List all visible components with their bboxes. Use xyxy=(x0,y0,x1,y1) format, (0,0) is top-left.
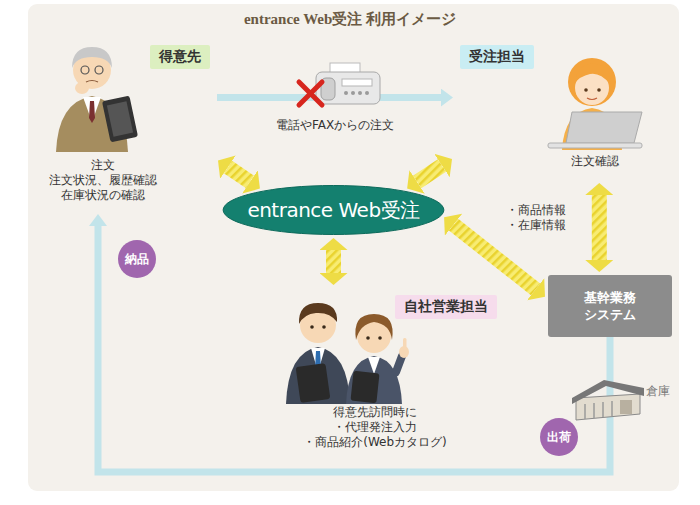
warehouse-icon xyxy=(572,380,644,420)
customer-figure-part xyxy=(95,66,103,74)
sales-staff-figure xyxy=(286,303,409,404)
cross-mark-part xyxy=(299,82,322,105)
badge-label: 納品 xyxy=(125,251,149,268)
ellipse-label: entrance Web受注 xyxy=(247,197,419,224)
info-note: ・商品情報 ・在庫情報 xyxy=(506,203,586,233)
customer-figure-part xyxy=(75,82,89,94)
data-exchange-arrow xyxy=(454,225,536,290)
fax-icon-part xyxy=(316,72,380,104)
customer-figure xyxy=(56,47,138,152)
warehouse-label-box: 倉庫 xyxy=(646,384,686,399)
order-staff-figure-part xyxy=(584,88,588,92)
customer-figure-part xyxy=(102,96,138,143)
fax-icon-part xyxy=(344,91,348,95)
ellipse-fill xyxy=(223,186,444,235)
warehouse-icon-part xyxy=(572,380,644,404)
system-label: 基幹業務 システム xyxy=(548,289,672,323)
shipping-badge: 出荷 xyxy=(540,418,578,456)
node-caption: 得意先訪問時に ・代理発注入力 ・商品紹介(Webカタログ) xyxy=(270,405,480,450)
cross-mark-part xyxy=(299,82,322,105)
customer-group: 得意先注文 注文状況、履歴確認 在庫状況の確認 xyxy=(35,40,215,212)
flow-arrow xyxy=(98,226,610,472)
order-staff-figure-part xyxy=(566,112,642,143)
customer-figure-part xyxy=(72,47,112,68)
warehouse-icon-part xyxy=(576,394,640,420)
title-box: entrance Web受注 利用イメージ xyxy=(0,9,700,29)
data-exchange-arrow xyxy=(592,195,607,260)
fax-icon xyxy=(316,63,380,104)
sales-staff-figure-part xyxy=(299,303,337,324)
node-caption: 注文 注文状況、履歴確認 在庫状況の確認 xyxy=(35,158,170,203)
role-tag: 受注担当 xyxy=(460,45,534,69)
warehouse-icon-part xyxy=(620,400,632,414)
order-staff-group: 受注担当注文確認 xyxy=(455,40,650,180)
sales-staff-figure-part xyxy=(346,356,402,404)
web-order-ellipse: entrance Web受注 xyxy=(222,185,445,235)
fax-icon-part xyxy=(351,91,355,95)
sales-staff-figure-part xyxy=(296,363,331,403)
delivery-badge: 納品 xyxy=(118,240,156,278)
panel xyxy=(28,4,679,491)
order-staff-figure-part xyxy=(568,58,616,106)
sales-staff-figure-part xyxy=(403,338,407,350)
sales-staff-figure-part xyxy=(396,356,402,372)
sales-staff-figure-part xyxy=(351,371,380,404)
sales-staff-figure-part xyxy=(355,314,392,340)
core-system-box: 基幹業務 システム xyxy=(548,275,672,337)
data-exchange-arrow xyxy=(417,166,442,182)
customer-figure-part xyxy=(89,101,95,123)
edge-label-box: 電話やFAXからの注文 xyxy=(273,118,397,133)
sales-staff-figure-part xyxy=(286,347,350,404)
customer-figure-part xyxy=(107,101,133,136)
warehouse-icon-part xyxy=(585,401,612,419)
fax-icon-part xyxy=(358,91,362,95)
customer-figure-part xyxy=(81,66,89,74)
edge-label: 電話やFAXからの注文 xyxy=(276,118,394,133)
order-staff-figure-part xyxy=(574,64,610,84)
data-exchange-arrow xyxy=(326,250,341,273)
cross-mark xyxy=(299,82,322,105)
data-exchange-arrow xyxy=(228,167,250,182)
order-staff-figure-part xyxy=(597,88,601,92)
role-tag: 得意先 xyxy=(150,45,210,69)
warehouse-label: 倉庫 xyxy=(646,384,686,399)
info-note-box: ・商品情報 ・在庫情報 xyxy=(506,203,586,233)
sales-staff-figure-part xyxy=(322,325,326,329)
customer-figure-part xyxy=(83,97,101,122)
node-caption: 注文確認 xyxy=(550,154,640,169)
sales-staff-figure-part xyxy=(378,336,382,340)
order-staff-figure-part xyxy=(548,143,642,148)
badge-label: 出荷 xyxy=(547,429,571,446)
order-staff-figure-part xyxy=(587,98,597,100)
role-tag: 自社営業担当 xyxy=(395,295,497,319)
order-staff-figure xyxy=(548,58,642,150)
customer-figure-part xyxy=(86,81,98,83)
sales-staff-figure-part xyxy=(368,357,380,374)
sales-staff-figure-part xyxy=(366,336,370,340)
sales-staff-group: 自社営業担当得意先訪問時に ・代理発注入力 ・商品紹介(Webカタログ) xyxy=(270,288,520,463)
fax-icon-part xyxy=(342,79,372,86)
sales-staff-figure-part xyxy=(310,325,314,329)
fax-icon-part xyxy=(365,91,369,95)
diagram-title: entrance Web受注 利用イメージ xyxy=(244,10,456,29)
